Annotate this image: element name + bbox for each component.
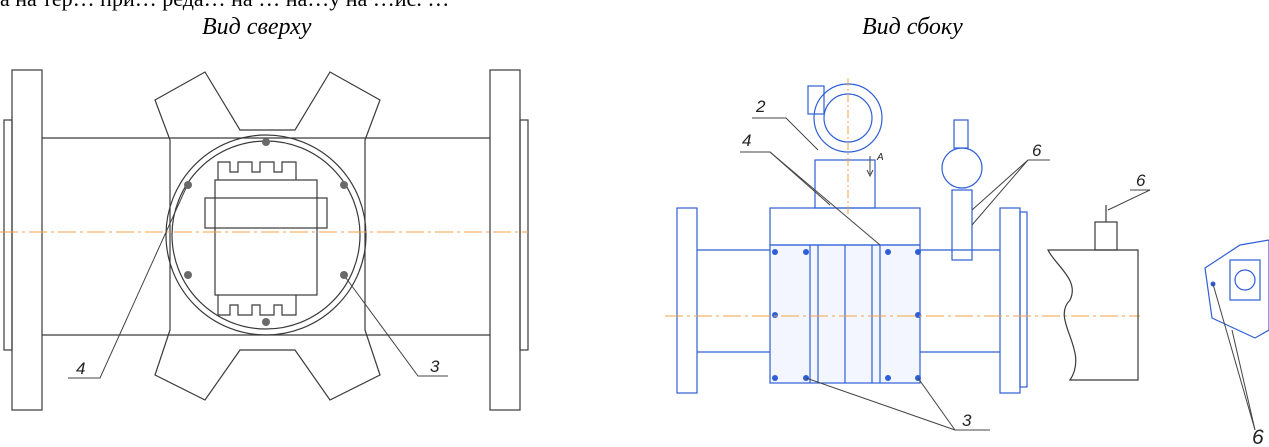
side-left-flange	[676, 207, 698, 394]
bolt-marker	[184, 271, 192, 279]
callout-top-4: 4	[76, 359, 85, 378]
callout-side-3: 3	[962, 411, 972, 430]
pipe-section	[1047, 249, 1139, 381]
pipe-fitting	[1094, 221, 1118, 251]
arrow-a-label: A	[876, 152, 884, 163]
left-flange-face	[3, 119, 13, 351]
callout-top-3: 3	[430, 357, 440, 376]
display-unit	[941, 147, 983, 189]
callout-side-2: 2	[755, 97, 766, 116]
callout-side-4: 4	[742, 131, 751, 150]
callout-detail-6: 6	[1252, 426, 1264, 447]
electronics-block	[214, 179, 318, 296]
sensor-housing	[154, 71, 381, 401]
side-view-title: Вид сбоку	[862, 14, 963, 40]
right-flange-face	[519, 119, 529, 351]
bolt-marker	[340, 181, 348, 189]
top-view-drawing: 4 3	[0, 69, 529, 411]
leader-3	[345, 277, 448, 377]
top-view-title: Вид сверху	[202, 14, 312, 40]
bolt-marker	[262, 138, 270, 146]
bolt-marker	[184, 181, 192, 189]
side-view-drawing: 2 4 6 6 3 A	[665, 78, 1151, 431]
housing-circle	[165, 134, 367, 336]
detail-view: 6	[1204, 239, 1269, 447]
header-fragment: а на тер… при… реда… на … на…у на …ис. …	[0, 0, 449, 12]
detail-body	[1204, 239, 1269, 339]
callout-side-6b: 6	[1136, 171, 1146, 190]
side-right-flange	[999, 207, 1021, 394]
leader-4	[68, 187, 187, 379]
bolt-marker	[262, 318, 270, 326]
left-flange	[11, 69, 43, 411]
transmitter-neck	[814, 159, 876, 209]
right-flange	[489, 69, 521, 411]
bolt-marker	[340, 271, 348, 279]
side-bolts	[772, 249, 921, 381]
callout-side-6a: 6	[1032, 141, 1042, 160]
